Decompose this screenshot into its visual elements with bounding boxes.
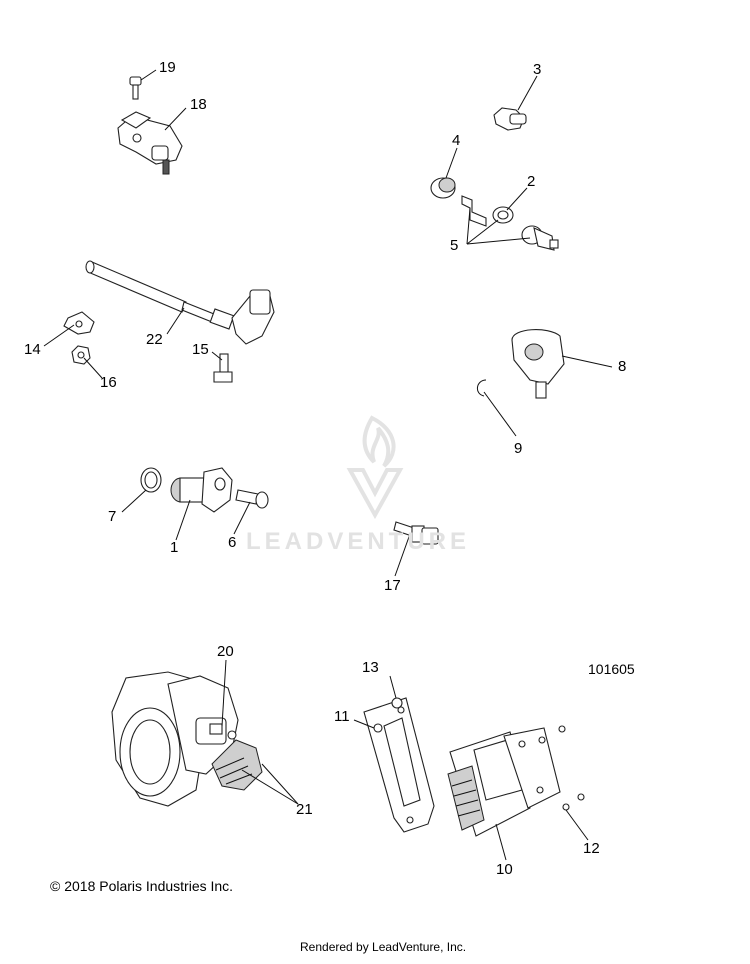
part-10-ecu: [447, 727, 561, 837]
part-6-bolt: [235, 489, 269, 509]
callout-1: 1: [170, 539, 179, 556]
part-22-sensor-cable: [85, 260, 275, 345]
part-3-bolt: [493, 107, 527, 131]
part-4-cap: [430, 177, 456, 199]
callout-6: 6: [228, 534, 237, 551]
part-8-sensor: [511, 329, 565, 399]
callout-9: 9: [514, 440, 523, 457]
callout-19: 19: [159, 59, 176, 76]
part-20-throttle-body: [111, 671, 263, 807]
callout-12: 12: [583, 840, 600, 857]
callout-5: 5: [450, 237, 459, 254]
part-5-clip: [461, 195, 487, 227]
callout-2: 2: [527, 173, 536, 190]
part-1-sensor: [170, 467, 233, 513]
part-2-washer: [492, 206, 514, 224]
callout-21: 21: [296, 801, 313, 818]
part-15-bolt: [213, 353, 233, 383]
part-19-bolt: [129, 76, 142, 100]
callout-17: 17: [384, 577, 401, 594]
part-7-oring: [140, 467, 162, 493]
part-18-sensor: [117, 111, 183, 175]
part-17-sensor: [393, 521, 439, 545]
part-11-bracket: [363, 697, 435, 833]
callout-18: 18: [190, 96, 207, 113]
watermark-logo: [346, 415, 404, 520]
watermark-text: LEADVENTURE: [246, 528, 471, 555]
callout-8: 8: [618, 358, 627, 375]
callout-11: 11: [334, 708, 350, 725]
part-9-clip: [477, 379, 487, 397]
copyright-text: © 2018 Polaris Industries Inc.: [50, 878, 234, 894]
figure-id: 101605: [588, 661, 635, 677]
part-5-sensor: [521, 225, 559, 251]
part-14-clamp: [63, 311, 95, 335]
callout-3: 3: [533, 61, 542, 78]
callout-14: 14: [24, 341, 41, 358]
part-13-screw: [391, 697, 403, 709]
leader-lines: [43, 69, 613, 861]
part-12-screws: [538, 725, 585, 811]
callout-15: 15: [192, 341, 209, 358]
callout-7: 7: [108, 508, 117, 525]
callout-13: 13: [362, 659, 379, 676]
callout-22: 22: [146, 331, 163, 348]
callout-10: 10: [496, 861, 513, 878]
callout-4: 4: [452, 132, 461, 149]
rendered-by-text: Rendered by LeadVenture, Inc.: [300, 940, 467, 954]
callout-20: 20: [217, 643, 234, 660]
callout-16: 16: [100, 374, 117, 391]
